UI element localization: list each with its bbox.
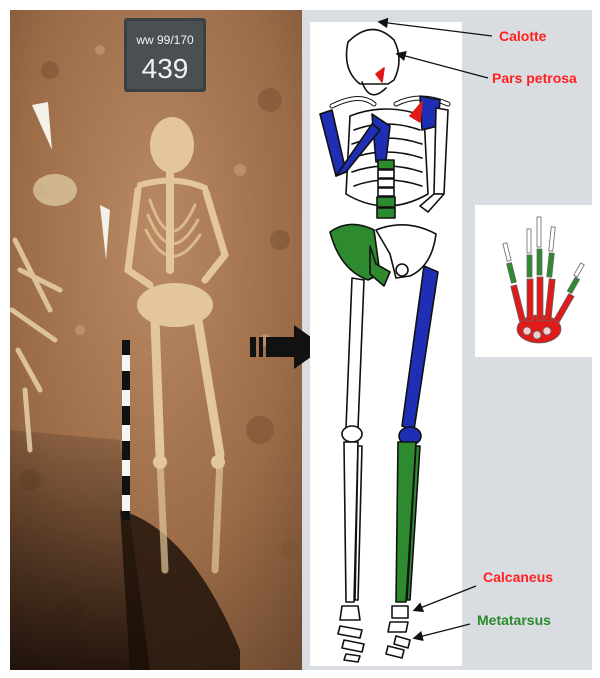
label-pointers [360, 10, 600, 660]
label-calcaneus: Calcaneus [483, 569, 553, 585]
scale-bar [122, 340, 130, 520]
svg-text:ww 99/170: ww 99/170 [135, 33, 194, 47]
label-calotte: Calotte [499, 28, 546, 44]
label-metatarsus: Metatarsus [477, 612, 551, 628]
label-pars-petrosa: Pars petrosa [492, 70, 577, 86]
grave-label-board: ww 99/170 439 [124, 18, 206, 92]
svg-text:439: 439 [142, 53, 189, 84]
